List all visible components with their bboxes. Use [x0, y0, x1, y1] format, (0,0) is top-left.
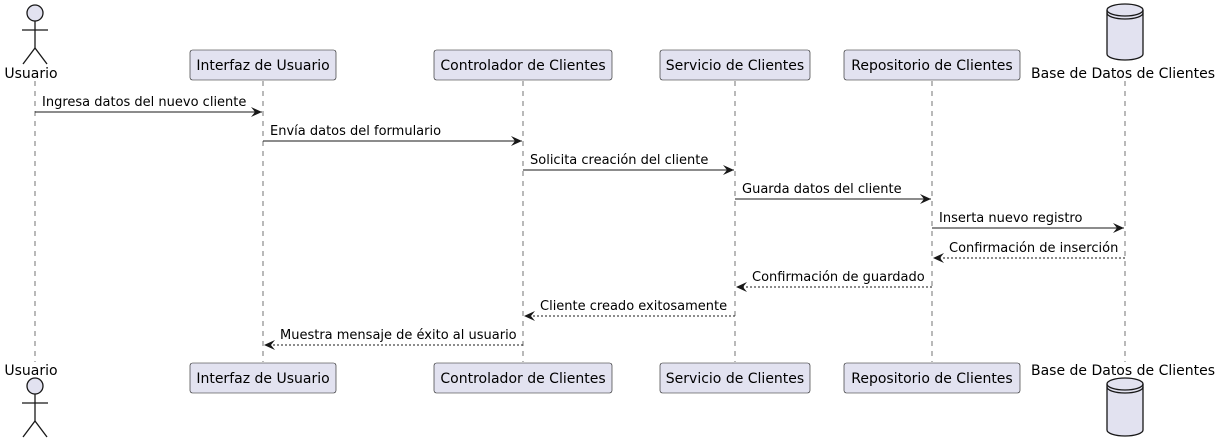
message-label: Ingresa datos del nuevo cliente: [42, 95, 246, 110]
database-icon: [1106, 377, 1144, 437]
participant-label: Base de Datos de Clientes: [1031, 363, 1215, 379]
message-9: Muestra mensaje de éxito al usuario: [264, 328, 523, 350]
message-label: Solicita creación del cliente: [530, 153, 708, 168]
participant-label: Interfaz de Usuario: [196, 58, 329, 74]
message-label: Confirmación de inserción: [949, 241, 1118, 256]
participant-interfaz-top: Interfaz de Usuario: [189, 49, 337, 81]
participant-label: Servicio de Clientes: [666, 371, 804, 387]
message-7: Confirmación de guardado: [736, 270, 932, 292]
message-6: Confirmación de inserción: [933, 241, 1125, 263]
participant-label: Usuario: [4, 363, 57, 379]
participant-repositorio-top: Repositorio de Clientes: [843, 49, 1021, 81]
database-bd-top: Base de Datos de Clientes: [1031, 3, 1215, 82]
participant-label: Repositorio de Clientes: [851, 371, 1012, 387]
message-label: Cliente creado exitosamente: [540, 299, 727, 314]
participant-label: Servicio de Clientes: [666, 58, 804, 74]
message-8: Cliente creado exitosamente: [524, 299, 735, 321]
message-label: Envía datos del formulario: [270, 124, 441, 139]
message-5: Inserta nuevo registro: [932, 211, 1124, 233]
message-label: Muestra mensaje de éxito al usuario: [280, 328, 517, 343]
message-label: Inserta nuevo registro: [939, 211, 1082, 226]
message-4: Guarda datos del cliente: [735, 182, 931, 204]
database-icon: [1106, 3, 1144, 61]
participant-label: Controlador de Clientes: [440, 58, 605, 74]
participant-label: Controlador de Clientes: [440, 371, 605, 387]
actor-head-icon: [26, 377, 44, 395]
participant-interfaz-bottom: Interfaz de Usuario: [189, 362, 337, 394]
actor-usuario-top: Usuario: [4, 4, 58, 82]
participant-label: Base de Datos de Clientes: [1031, 66, 1215, 82]
participant-label: Usuario: [4, 66, 57, 82]
actor-head-icon: [26, 4, 44, 22]
participant-label: Interfaz de Usuario: [196, 371, 329, 387]
participant-controlador-top: Controlador de Clientes: [433, 49, 613, 81]
message-1: Ingresa datos del nuevo cliente: [35, 95, 262, 117]
participant-label: Repositorio de Clientes: [851, 58, 1012, 74]
participant-controlador-bottom: Controlador de Clientes: [433, 362, 613, 394]
participant-repositorio-bottom: Repositorio de Clientes: [843, 362, 1021, 394]
database-bd-bottom: Base de Datos de Clientes: [1031, 363, 1215, 437]
message-label: Guarda datos del cliente: [742, 182, 902, 197]
message-3: Solicita creación del cliente: [523, 153, 734, 175]
message-label: Confirmación de guardado: [752, 270, 925, 285]
participant-servicio-top: Servicio de Clientes: [659, 49, 811, 81]
actor-usuario-bottom: Usuario: [4, 363, 58, 438]
participant-servicio-bottom: Servicio de Clientes: [659, 362, 811, 394]
message-2: Envía datos del formulario: [263, 124, 522, 146]
